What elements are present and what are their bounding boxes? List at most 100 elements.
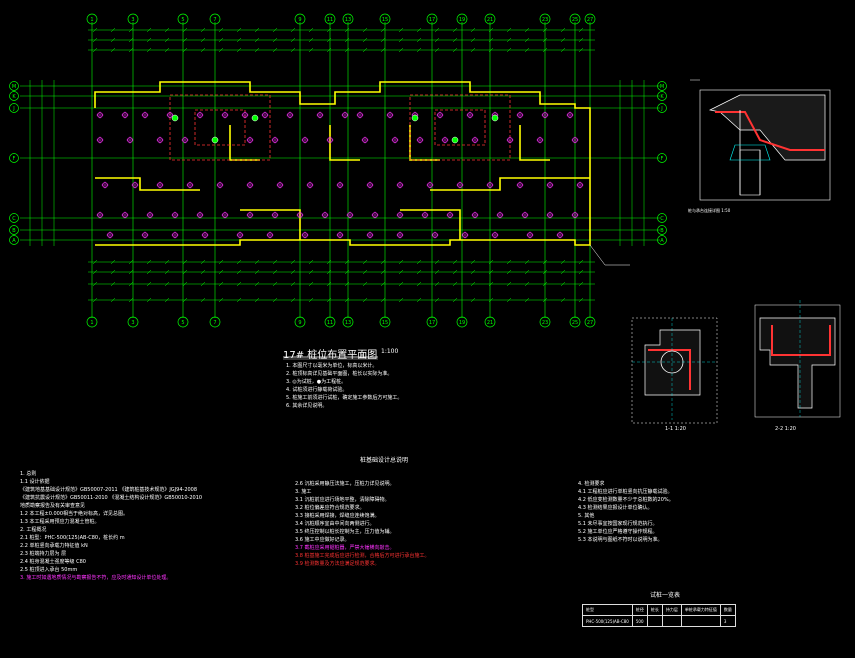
- dimension-tick: [578, 297, 584, 303]
- pile: [396, 231, 404, 239]
- dimension-tick: [524, 259, 530, 265]
- pile: [536, 136, 544, 144]
- dimension-tick: [272, 27, 278, 33]
- detail-3-label: 2-2 1:20: [775, 426, 796, 432]
- pile: [506, 136, 514, 144]
- dimension-tick: [326, 281, 332, 287]
- pile: [516, 111, 524, 119]
- dimension-tick: [254, 47, 260, 53]
- dimension-tick: [290, 259, 296, 265]
- dimension-tick: [398, 47, 404, 53]
- dimension-tick: [416, 47, 422, 53]
- pile: [336, 181, 344, 189]
- dimension-tick: [470, 269, 476, 275]
- dimension-tick: [506, 281, 512, 287]
- dimension-tick: [416, 37, 422, 43]
- pile: [121, 211, 129, 219]
- dimension-tick: [308, 47, 314, 53]
- dimension-tick: [344, 47, 350, 53]
- dimension-tick: [542, 269, 548, 275]
- pile: [321, 211, 329, 219]
- dimension-tick: [488, 269, 494, 275]
- spec-column-1: 1. 总则 1.1 设计依据 《建筑地基基础设计规范》GB50007-2011 …: [20, 470, 202, 582]
- dimension-tick: [146, 259, 152, 265]
- dimension-tick: [272, 47, 278, 53]
- table-header-cell: 持力层: [661, 604, 682, 616]
- dimension-tick: [200, 281, 206, 287]
- dimension-tick: [362, 37, 368, 43]
- dimension-tick: [542, 259, 548, 265]
- axis-bubble: [426, 13, 438, 25]
- dimension-tick: [128, 259, 134, 265]
- axis-label: 27: [587, 320, 593, 326]
- dimension-tick: [326, 47, 332, 53]
- spec-line: 3.3 接桩采用焊接，焊缝应连续饱满。: [295, 513, 380, 519]
- pile: [436, 111, 444, 119]
- dimension-tick: [146, 297, 152, 303]
- spec-line: 2.3 桩端持力层为 层: [20, 551, 67, 557]
- pile: [121, 111, 129, 119]
- dimension-tick: [308, 27, 314, 33]
- pile: [171, 231, 179, 239]
- dimension-tick: [110, 259, 116, 265]
- axis-label: 19: [459, 17, 465, 23]
- spec-line: 3.6 施工中应做好记录。: [295, 537, 350, 543]
- pile: [556, 231, 564, 239]
- dimension-tick: [290, 27, 296, 33]
- plan-note: 1. 本图尺寸以毫米为单位，标高以米计。: [286, 363, 378, 369]
- pile: [341, 111, 349, 119]
- axis-bubble: [456, 13, 468, 25]
- axis-label: 11: [327, 320, 333, 326]
- dimension-tick: [452, 37, 458, 43]
- axis-bubble: [294, 316, 306, 328]
- dimension-tick: [542, 27, 548, 33]
- axis-label: A: [12, 238, 16, 244]
- dimension-tick: [578, 37, 584, 43]
- dimension-tick: [326, 259, 332, 265]
- spec-line-highlight: 3. 施工时如遇地质情况与勘察报告不符，应及时通知设计单位处理。: [20, 575, 172, 581]
- dimension-tick: [380, 269, 386, 275]
- dimension-tick: [272, 259, 278, 265]
- spec-line: 5.3 本说明与图纸不符时以说明为准。: [578, 537, 663, 543]
- spec-line: 4.2 低应变检测数量不少于总桩数的20%。: [578, 497, 674, 503]
- spec-line: 4. 检测要求: [578, 481, 605, 487]
- dimension-tick: [434, 281, 440, 287]
- axis-label: 23: [542, 320, 548, 326]
- dimension-tick: [92, 37, 98, 43]
- dimension-tick: [164, 37, 170, 43]
- dimension-tick: [254, 37, 260, 43]
- dimension-tick: [398, 27, 404, 33]
- pile: [131, 181, 139, 189]
- axis-label: 3: [131, 17, 134, 23]
- axis-bubble: [177, 316, 189, 328]
- axis-bubble: [86, 13, 98, 25]
- axis-bubble: [456, 316, 468, 328]
- plan-note: 5. 桩施工前须进行试桩，确定施工参数后方可施工。: [286, 395, 403, 401]
- pile: [156, 181, 164, 189]
- axis-bubble: [657, 91, 667, 101]
- pile: [101, 181, 109, 189]
- dimension-tick: [326, 269, 332, 275]
- dimension-tick: [110, 47, 116, 53]
- dimension-tick: [560, 269, 566, 275]
- dimension-tick: [398, 269, 404, 275]
- dimension-tick: [110, 27, 116, 33]
- spec-line: 3.4 沉桩顺序宜由中间向两侧进行。: [295, 521, 375, 527]
- dimension-tick: [416, 269, 422, 275]
- pile: [366, 231, 374, 239]
- pile: [141, 231, 149, 239]
- axis-bubble: [584, 316, 596, 328]
- dimension-tick: [578, 269, 584, 275]
- dimension-tick: [434, 297, 440, 303]
- pile: [396, 211, 404, 219]
- dimension-tick: [236, 37, 242, 43]
- dimension-tick: [488, 27, 494, 33]
- axis-bubble: [379, 316, 391, 328]
- dimension-tick: [524, 269, 530, 275]
- pile: [301, 136, 309, 144]
- axis-bubble: [539, 13, 551, 25]
- dimension-tick: [146, 281, 152, 287]
- dimension-tick: [236, 281, 242, 287]
- dimension-tick: [218, 47, 224, 53]
- table-header-cell: 桩长: [646, 604, 663, 616]
